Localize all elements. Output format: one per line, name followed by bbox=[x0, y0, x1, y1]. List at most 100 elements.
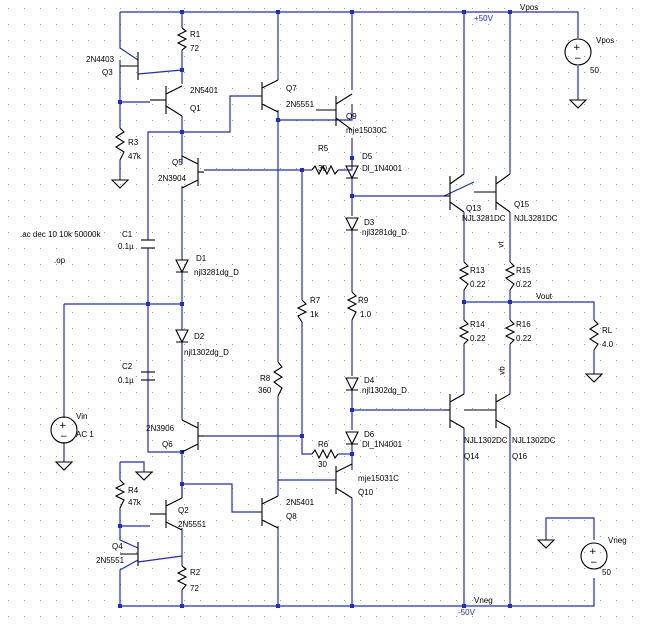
transistor-q14 bbox=[444, 393, 465, 429]
transistor-q8 bbox=[261, 495, 279, 529]
resistor-r6 bbox=[311, 448, 339, 460]
svg-text:+: + bbox=[589, 547, 597, 557]
transistor-q9 bbox=[316, 93, 353, 131]
transistor-q16 bbox=[464, 393, 511, 429]
resistor-r1 bbox=[176, 27, 188, 51]
q16-ref: Q16 bbox=[512, 452, 528, 461]
r4-ref: R4 bbox=[128, 486, 139, 495]
net-label-vb: vb bbox=[497, 366, 507, 375]
r9-ref: R9 bbox=[358, 296, 369, 305]
vneg-source-value: 50 bbox=[602, 568, 611, 577]
q2-model: 2N5551 bbox=[178, 520, 207, 529]
wire-vout bbox=[464, 301, 595, 320]
source-vneg: +− bbox=[580, 542, 608, 570]
vpos-source-value: 50 bbox=[590, 66, 599, 75]
junction-dot bbox=[350, 408, 354, 412]
transistor-q6 bbox=[181, 419, 204, 453]
r15-value: 0.22 bbox=[516, 280, 532, 289]
junction-dot bbox=[350, 604, 354, 608]
q13-ref: Q13 bbox=[466, 204, 482, 213]
transistor-q5 bbox=[181, 155, 204, 189]
net-label-vpos: Vpos bbox=[520, 3, 539, 12]
ground-symbol bbox=[536, 539, 556, 549]
wire-q6-base bbox=[204, 322, 303, 437]
c1-value: 0.1µ bbox=[118, 242, 134, 251]
q9-model: mje15030C bbox=[346, 126, 387, 135]
r8-ref: R8 bbox=[260, 374, 271, 383]
q3-model: 2N4403 bbox=[86, 55, 115, 64]
q16-model: NJL1302DC bbox=[512, 436, 556, 445]
diode-d4 bbox=[345, 377, 359, 392]
r15-ref: R15 bbox=[516, 266, 531, 275]
junction-dot bbox=[180, 68, 184, 72]
d6-model: Dl_1N4001 bbox=[362, 440, 403, 449]
r3-ref: R3 bbox=[128, 138, 139, 147]
transistor-q2 bbox=[150, 497, 183, 531]
vneg-source-name: Vneg bbox=[608, 536, 627, 545]
c2-value: 0.1µ bbox=[118, 376, 134, 385]
wire-q8-base bbox=[182, 483, 262, 513]
diode-d3 bbox=[345, 217, 359, 232]
wire-q1-to-q7 bbox=[182, 95, 262, 133]
diode-d6 bbox=[345, 431, 359, 446]
wire-vpos-rail bbox=[120, 11, 579, 38]
net-label-vout: Vout bbox=[536, 292, 553, 301]
transistor-q10 bbox=[335, 463, 353, 499]
r9-value: 1.0 bbox=[360, 310, 372, 319]
resistor-r13 bbox=[458, 261, 470, 291]
junction-dot bbox=[146, 302, 150, 306]
r16-value: 0.22 bbox=[516, 334, 532, 343]
r7-value: 1k bbox=[310, 310, 319, 319]
transistor-q1 bbox=[150, 85, 183, 117]
resistor-r4 bbox=[114, 479, 126, 509]
resistor-r14 bbox=[458, 319, 470, 345]
q15-model: NJL3281DC bbox=[514, 214, 558, 223]
resistor-r9 bbox=[346, 291, 358, 321]
q4-model: 2N5551 bbox=[96, 556, 125, 565]
wire-q4-emitter bbox=[119, 559, 139, 606]
wire-q13-q15-base bbox=[443, 181, 475, 197]
r1-value: 72 bbox=[190, 44, 199, 53]
c1-ref: C1 bbox=[122, 230, 133, 239]
wire-r6 bbox=[301, 436, 312, 455]
rl-value: 4.0 bbox=[602, 340, 614, 349]
d1-ref: D1 bbox=[196, 254, 207, 263]
resistor-r2 bbox=[176, 565, 188, 591]
q7-ref: Q7 bbox=[286, 84, 297, 93]
q6-model: 2N3906 bbox=[146, 424, 175, 433]
junction-dot bbox=[118, 604, 122, 608]
q1-model: 2N5401 bbox=[190, 86, 219, 95]
svg-text:−: − bbox=[574, 54, 582, 64]
r7-ref: R7 bbox=[310, 296, 321, 305]
junction-dot bbox=[180, 302, 184, 306]
vin-source-value: AC 1 bbox=[76, 430, 94, 439]
q8-ref: Q8 bbox=[286, 512, 297, 521]
r6-value: 30 bbox=[318, 460, 327, 469]
ground-symbol bbox=[110, 179, 130, 189]
q8-model: 2N5401 bbox=[286, 498, 315, 507]
d2-model: njl1302dg_D bbox=[184, 348, 229, 357]
ground-symbol bbox=[134, 471, 154, 481]
junction-dot bbox=[350, 156, 354, 160]
r5-value: 30 bbox=[318, 164, 327, 173]
junction-dot bbox=[508, 604, 512, 608]
d3-model: njl3281dg_D bbox=[362, 228, 407, 237]
d6-ref: D6 bbox=[364, 430, 375, 439]
q10-ref: Q10 bbox=[358, 488, 374, 497]
r2-value: 72 bbox=[190, 584, 199, 593]
rl-ref: RL bbox=[602, 326, 613, 335]
wire-q3-emitter bbox=[137, 69, 183, 75]
d2-ref: D2 bbox=[194, 332, 205, 341]
transistor-q7 bbox=[261, 79, 279, 113]
d1-model: njl3281dg_D bbox=[194, 268, 239, 277]
r4-value: 47k bbox=[128, 498, 141, 507]
resistor-r8 bbox=[272, 361, 284, 397]
q4-ref: Q4 bbox=[112, 542, 123, 551]
svg-text:+: + bbox=[573, 43, 581, 53]
q10-model: mje15031C bbox=[358, 474, 399, 483]
junction-dot bbox=[508, 10, 512, 14]
junction-dots bbox=[118, 10, 512, 608]
junction-dot bbox=[276, 10, 280, 14]
junction-dot bbox=[462, 300, 466, 304]
